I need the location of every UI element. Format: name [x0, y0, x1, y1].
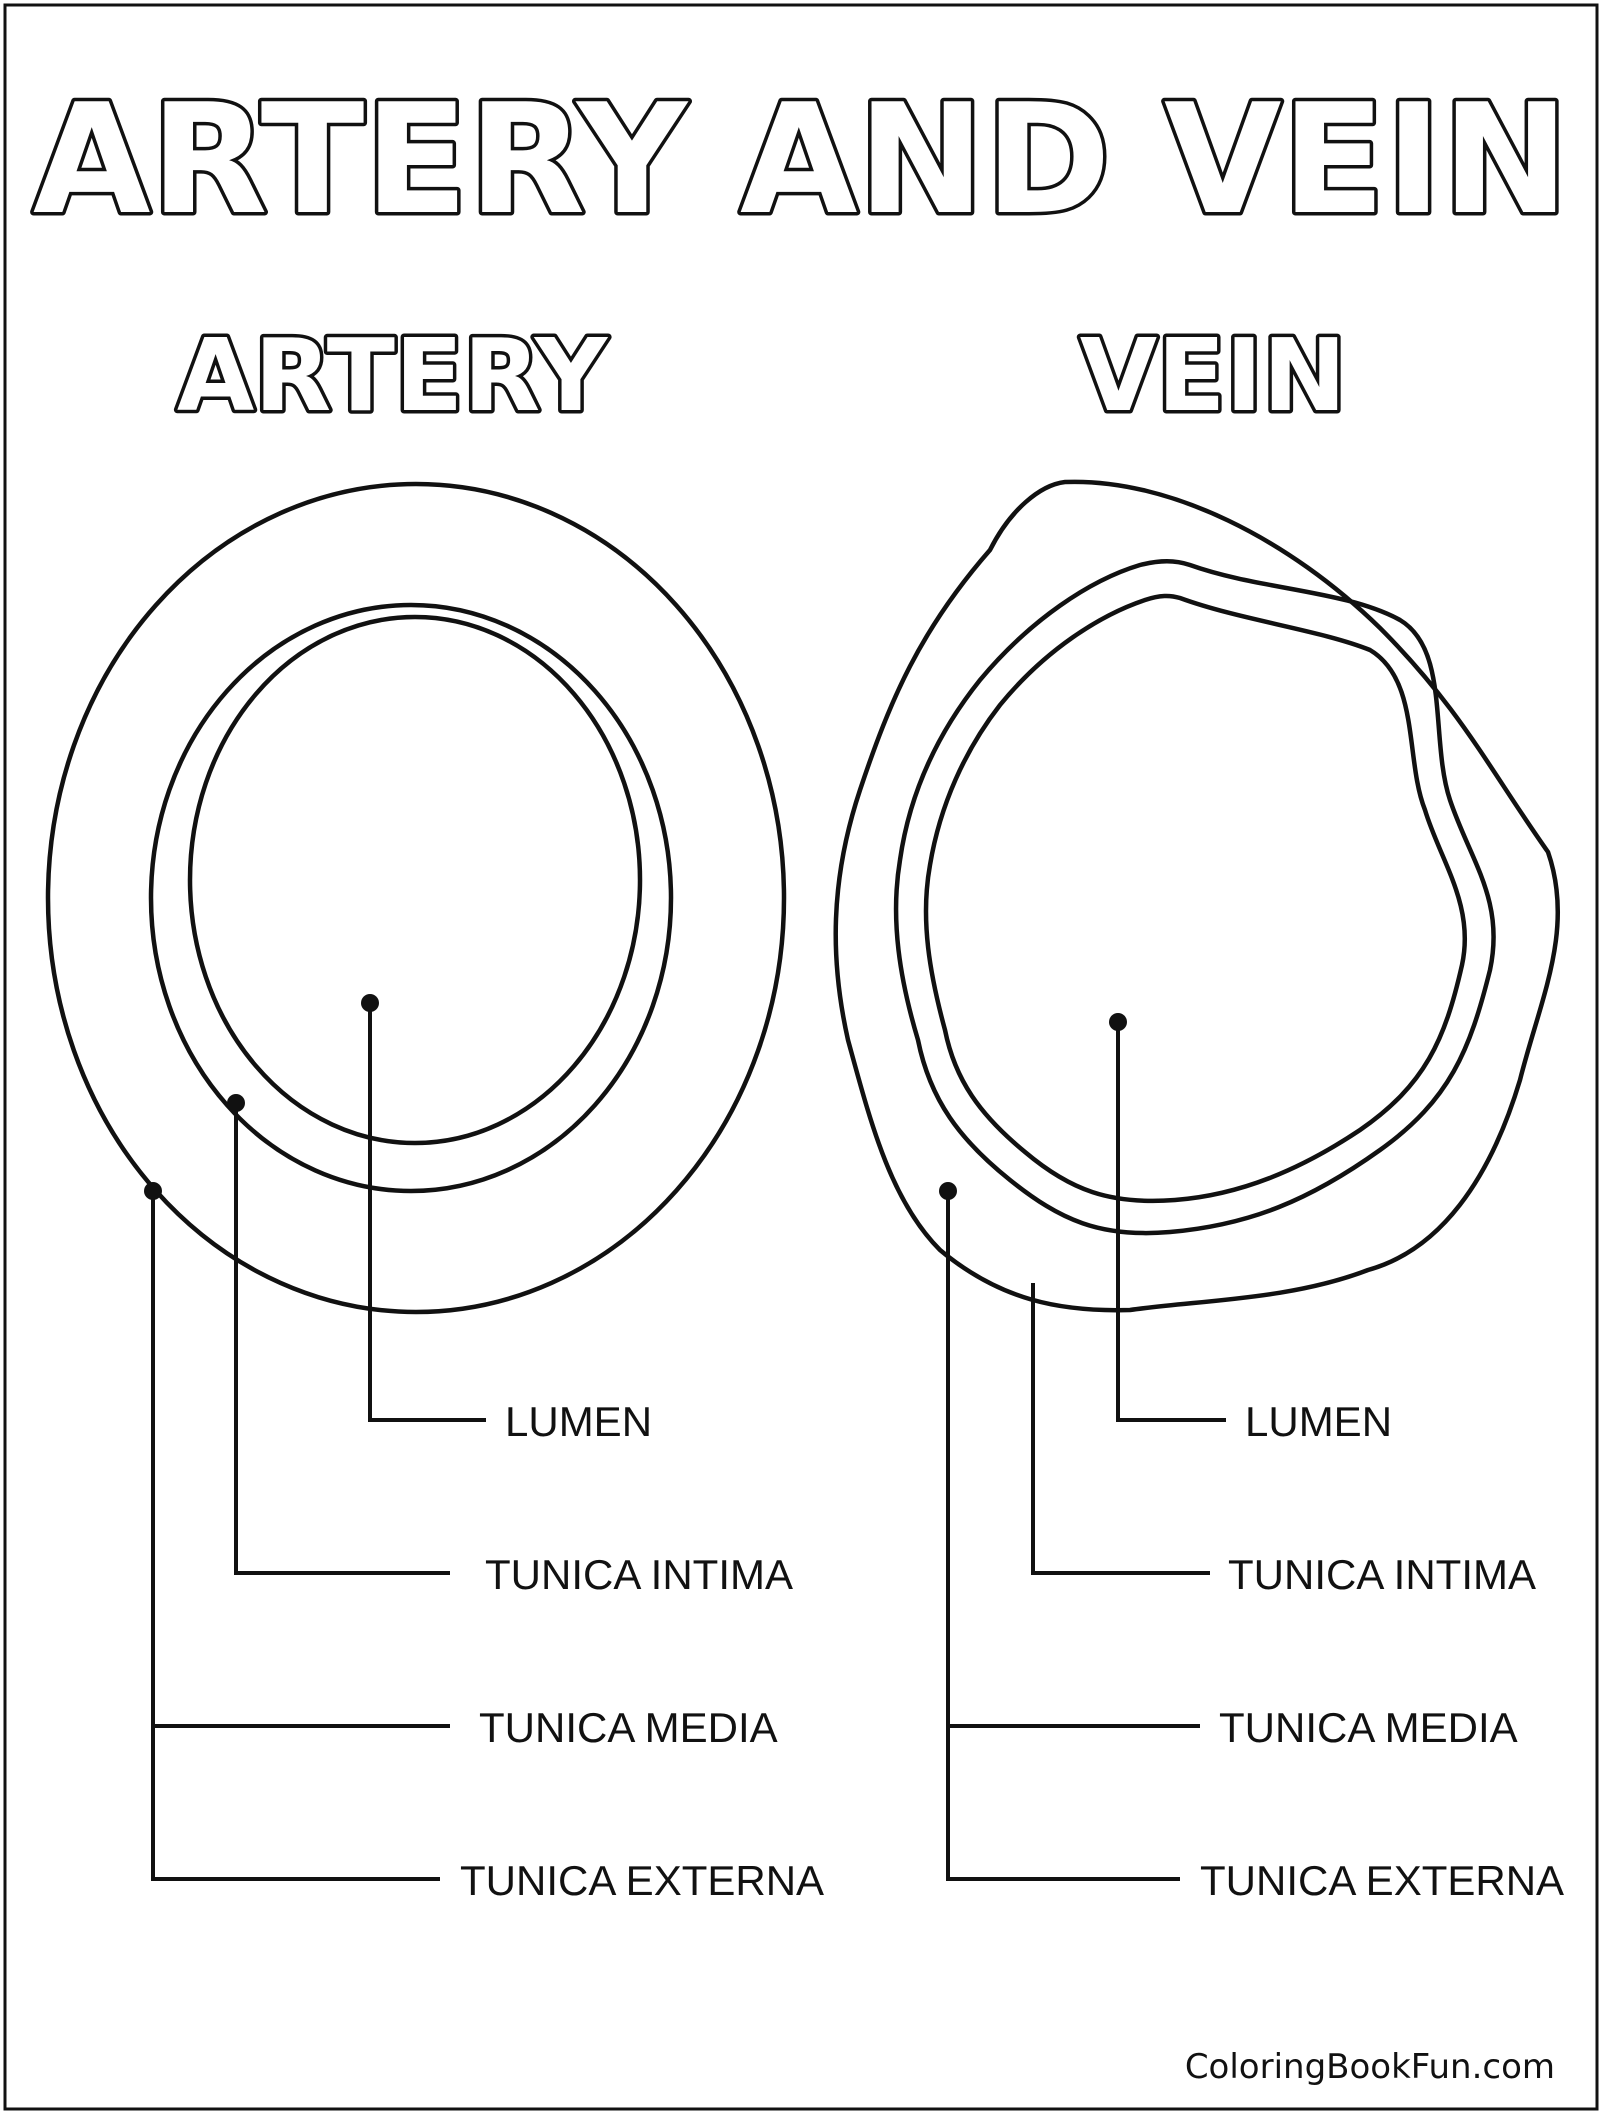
- vein-label-tunica-externa: TUNICA EXTERNA: [1200, 1857, 1564, 1904]
- artery-tunica-externa-ring: [45, 481, 787, 1315]
- artery-label-lumen: LUMEN: [505, 1398, 652, 1445]
- vein-externa-leader: [946, 1191, 1180, 1881]
- vein-tunica-intima-ring: [923, 593, 1468, 1204]
- vein-label-lumen: LUMEN: [1245, 1398, 1392, 1445]
- vein-tunica-media-ring: [893, 559, 1496, 1236]
- artery-label-tunica-media: TUNICA MEDIA: [479, 1704, 778, 1751]
- artery-lumen-leader: [368, 1003, 486, 1422]
- vein-intima-leader: [1031, 1283, 1210, 1575]
- page-title: ARTERY AND VEIN: [33, 71, 1569, 248]
- vein-heading: VEIN: [1080, 317, 1347, 434]
- artery-tunica-media-ring: [148, 602, 674, 1194]
- artery-label-tunica-externa: TUNICA EXTERNA: [460, 1857, 824, 1904]
- vein-tunica-externa-ring: [833, 479, 1561, 1313]
- vein-label-tunica-media: TUNICA MEDIA: [1219, 1704, 1518, 1751]
- artery-diagram: LUMEN TUNICA INTIMA TUNICA MEDIA TUNICA …: [45, 481, 824, 1904]
- site-credit: ColoringBookFun.com: [1185, 2047, 1555, 2087]
- artery-heading: ARTERY: [177, 317, 609, 434]
- vein-lumen-leader: [1116, 1022, 1226, 1422]
- vein-diagram: LUMEN TUNICA INTIMA TUNICA MEDIA TUNICA …: [833, 479, 1564, 1904]
- page-border: [3, 3, 1599, 2111]
- artery-intima-leader: [234, 1103, 450, 1575]
- artery-tunica-intima-ring: [187, 614, 643, 1146]
- vein-label-tunica-intima: TUNICA INTIMA: [1228, 1551, 1536, 1598]
- artery-externa-leader: [151, 1191, 440, 1881]
- artery-label-tunica-intima: TUNICA INTIMA: [485, 1551, 793, 1598]
